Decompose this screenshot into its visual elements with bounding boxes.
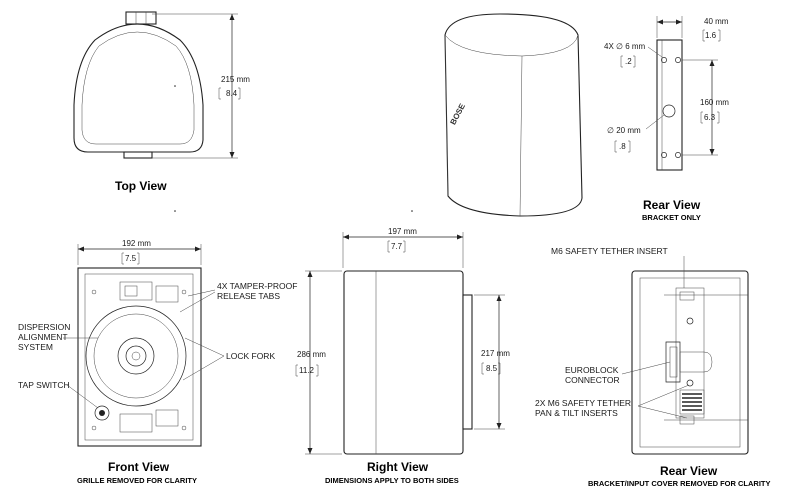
pan-tilt-inserts-label-2: PAN & TILT INSERTS: [535, 408, 618, 418]
euroblock-label-2: CONNECTOR: [565, 375, 620, 385]
top-view-drawing: 215 mm 8.4 Top View: [73, 11, 250, 193]
rear-bracket-drawing: 40 mm 1.6 160 mm 6.3 4X ∅ 6 mm .2 ∅ 20 m…: [604, 16, 729, 222]
front-view-title: Front View: [108, 460, 170, 474]
right-depth-mm: 197 mm: [388, 227, 417, 236]
bracket-spacing-in: 6.3: [704, 113, 716, 122]
rear-cover-title: Rear View: [660, 464, 718, 478]
pan-tilt-inserts-label-1: 2X M6 SAFETY TETHER: [535, 398, 631, 408]
bracket-spacing-mm: 160 mm: [700, 98, 729, 107]
right-view-drawing: 197 mm 7.7 286 mm 11.2 217 mm 8.5 Right …: [295, 227, 510, 485]
hole-size-mm: 4X ∅ 6 mm: [604, 42, 646, 51]
front-width-mm: 192 mm: [122, 239, 151, 248]
right-view-title: Right View: [367, 460, 429, 474]
center-hole-in: .8: [619, 142, 626, 151]
right-depth-in: 7.7: [391, 242, 403, 251]
right-height-mm: 286 mm: [297, 350, 326, 359]
rear-bracket-subtitle: BRACKET ONLY: [642, 213, 701, 222]
tamper-tabs-label-2: RELEASE TABS: [217, 291, 280, 301]
rear-bracket-title: Rear View: [643, 198, 701, 212]
right-view-subtitle: DIMENSIONS APPLY TO BOTH SIDES: [325, 476, 459, 485]
bracket-height-in: 8.5: [486, 364, 498, 373]
center-hole-mm: ∅ 20 mm: [607, 126, 641, 135]
rear-cover-drawing: M6 SAFETY TETHER INSERT EUROBLOCK CONNEC…: [535, 246, 771, 488]
tether-insert-label: M6 SAFETY TETHER INSERT: [551, 246, 668, 256]
dispersion-label-1: DISPERSION: [18, 322, 70, 332]
front-view-drawing: 192 mm 7.5 4X TAMPER-PROOF RELEASE TABS …: [18, 239, 297, 485]
bracket-height-mm: 217 mm: [481, 349, 510, 358]
dispersion-label-3: SYSTEM: [18, 342, 53, 352]
top-view-title: Top View: [115, 179, 167, 193]
lock-fork-label: LOCK FORK: [226, 351, 275, 361]
rear-cover-subtitle: BRACKET/INPUT COVER REMOVED FOR CLARITY: [588, 479, 771, 488]
speaker-perspective-drawing: BOSE: [444, 13, 583, 217]
top-view-height-in: 8.4: [226, 89, 238, 98]
tamper-tabs-label-1: 4X TAMPER-PROOF: [217, 281, 297, 291]
top-view-height-mm: 215 mm: [221, 75, 250, 84]
front-view-subtitle: GRILLE REMOVED FOR CLARITY: [77, 476, 197, 485]
bracket-width-mm: 40 mm: [704, 17, 729, 26]
bracket-width-in: 1.6: [705, 31, 717, 40]
euroblock-label-1: EUROBLOCK: [565, 365, 619, 375]
right-height-in: 11.2: [299, 366, 315, 375]
hole-size-in: .2: [625, 57, 632, 66]
tap-switch-label: TAP SWITCH: [18, 380, 70, 390]
dispersion-label-2: ALIGNMENT: [18, 332, 68, 342]
front-width-in: 7.5: [125, 254, 137, 263]
